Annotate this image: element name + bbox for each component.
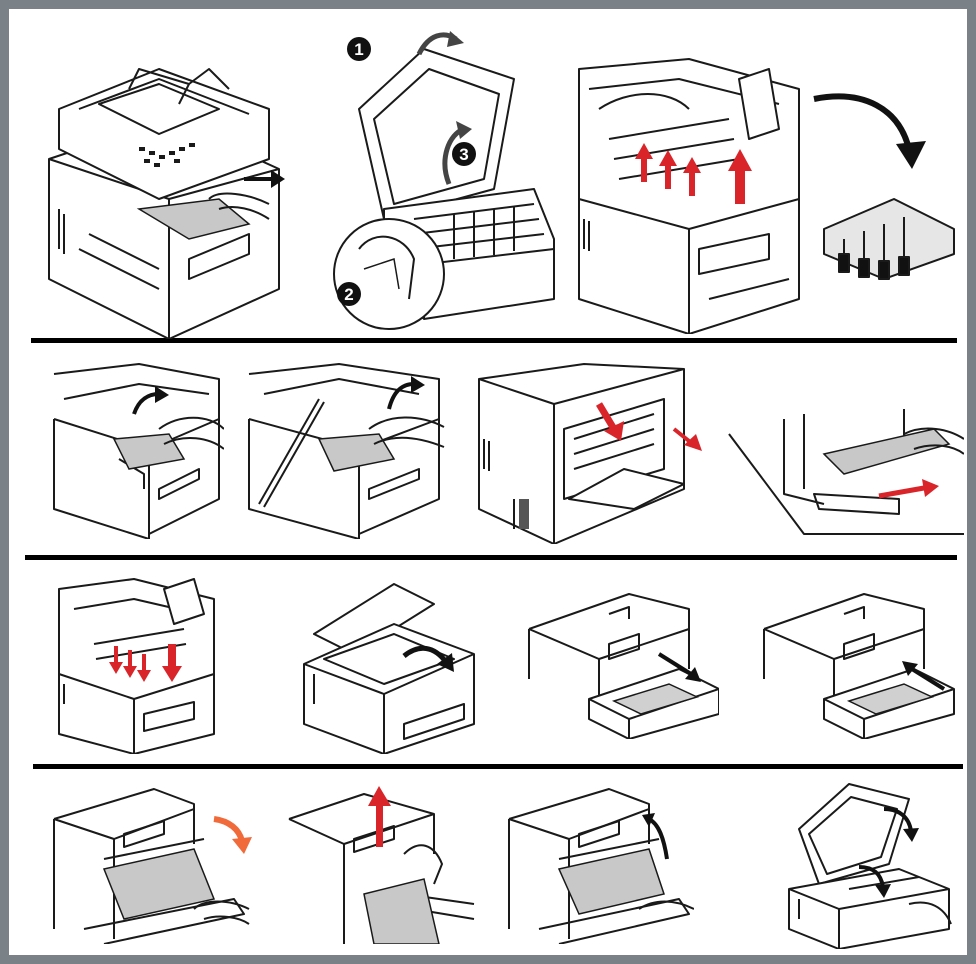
panel-drums-covered: [804, 89, 964, 299]
svg-text:3: 3: [459, 145, 468, 164]
panel-remove-image-drums: [569, 49, 809, 334]
panel-open-scanner-and-top-cover: 1 3 2: [304, 19, 564, 334]
panel-close-scanner: [779, 779, 959, 949]
svg-text:1: 1: [354, 40, 363, 59]
panel-lift-belt-remove-paper-front: [49, 359, 224, 539]
panel-close-front-cover: [499, 779, 694, 944]
row-divider-2: [25, 555, 957, 560]
panel-mfp-paper-jam-adf: [19, 49, 299, 339]
panel-open-front-cover: [44, 779, 254, 944]
panel-remove-paper-upward: [284, 784, 479, 944]
panel-reinsert-image-drums: [54, 574, 219, 754]
step-badge-1: 1: [347, 37, 371, 61]
step-badge-2: 2: [337, 282, 361, 306]
instruction-sheet: 1 3 2: [9, 9, 967, 955]
row-divider-3: [33, 764, 963, 769]
step-badge-3: 3: [452, 142, 476, 166]
panel-pull-paper-from-rear: [724, 404, 964, 544]
panel-push-in-paper-tray: [754, 589, 959, 739]
panel-pull-out-paper-tray: [519, 589, 719, 739]
panel-lift-fuser-lever-remove-paper: [239, 359, 449, 539]
panel-open-rear-exit-cover: [474, 359, 709, 544]
panel-close-top-cover: [294, 574, 484, 754]
row-divider-1: [31, 338, 957, 343]
svg-text:2: 2: [344, 285, 353, 304]
